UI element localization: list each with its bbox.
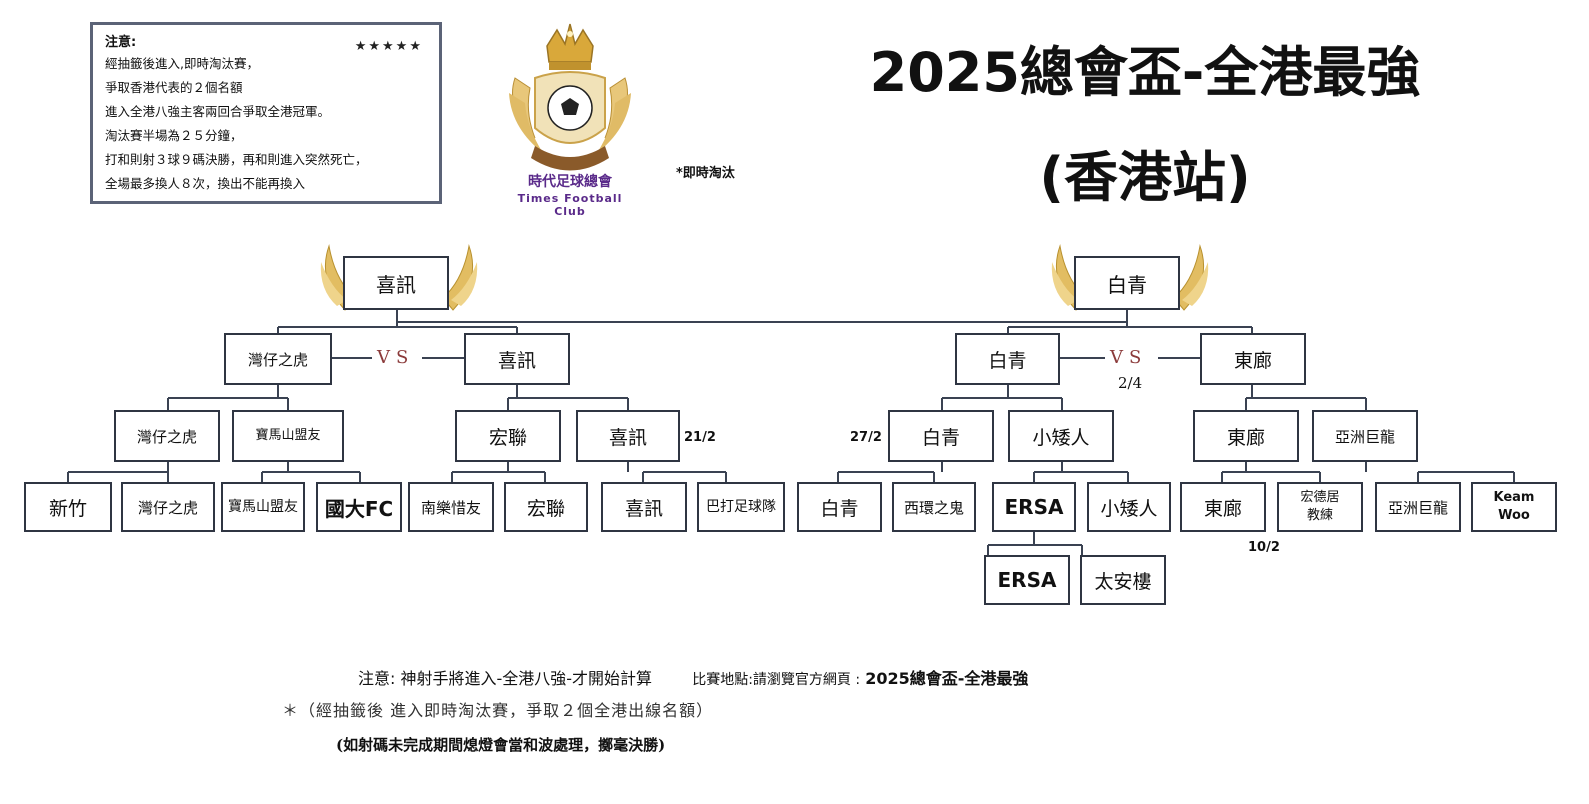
right-r1-team-8: Keam Woo bbox=[1471, 482, 1557, 532]
right-semi-date: 2/4 bbox=[1118, 374, 1143, 392]
left-r1-team-4: 國大FC bbox=[316, 482, 402, 532]
instant-knockout-note: *即時淘汰 bbox=[676, 166, 735, 181]
right-r1-team-7: 亞洲巨龍 bbox=[1375, 482, 1461, 532]
top-scorer-note: 注意: 神射手將進入-全港八強-才開始計算 bbox=[358, 669, 653, 688]
notice-line: 進入全港八強主客兩回合爭取全港冠軍。 bbox=[105, 104, 331, 119]
prelim-team-2: 太安樓 bbox=[1080, 555, 1166, 605]
left-vs-label: VS bbox=[377, 347, 415, 368]
left-r1-team-1: 新竹 bbox=[24, 482, 112, 532]
notice-line: 打和則射３球９碼決勝，再和則進入突然死亡， bbox=[105, 152, 368, 167]
club-name: 時代足球總會 bbox=[528, 174, 612, 190]
footer-note: 注意: 神射手將進入-全港八強-才開始計算 比賽地點:請瀏覽官方網頁 : 202… bbox=[358, 665, 1028, 689]
page-title: 2025總會盃-全港最強 bbox=[869, 41, 1421, 104]
left-quarter-date: 21/2 bbox=[684, 430, 716, 445]
right-champion-box: 白青 bbox=[1074, 256, 1180, 310]
notice-line: 爭取香港代表的２個名額 bbox=[105, 80, 243, 95]
draw-note: ＊（經抽籤後 進入即時淘汰賽，爭取２個全港出線名額） bbox=[282, 701, 714, 720]
left-quarter-team-3: 宏聯 bbox=[455, 410, 561, 462]
club-english-name: Times Football Club bbox=[517, 192, 623, 218]
right-vs-label: VS bbox=[1110, 347, 1148, 368]
left-champion-box: 喜訊 bbox=[343, 256, 449, 310]
right-quarter-team-1: 白青 bbox=[888, 410, 994, 462]
notice-line: 全場最多換人８次，換出不能再換入 bbox=[105, 176, 306, 191]
page-subtitle: (香港站) bbox=[1039, 146, 1251, 209]
venue-label: 比賽地點:請瀏覽官方網頁 : bbox=[692, 672, 861, 688]
right-r1-team-1: 白青 bbox=[797, 482, 882, 532]
notice-box: 注意: 經抽籤後進入,即時淘汰賽， 爭取香港代表的２個名額 進入全港八強主客兩回… bbox=[90, 22, 442, 204]
left-r1-team-5: 南樂惜友 bbox=[408, 482, 494, 532]
venue-name: 2025總會盃-全港最強 bbox=[865, 669, 1029, 688]
notice-title: 注意: bbox=[105, 35, 137, 50]
right-r1-team-4: 小矮人 bbox=[1087, 482, 1171, 532]
left-semi-team-1: 灣仔之虎 bbox=[224, 333, 332, 385]
left-quarter-team-4: 喜訊 bbox=[576, 410, 680, 462]
left-r1-team-3: 寶馬山盟友 bbox=[221, 482, 305, 532]
left-r1-team-8: 巴打足球隊 bbox=[697, 482, 785, 532]
left-r1-team-2: 灣仔之虎 bbox=[121, 482, 215, 532]
prelim-team-1: ERSA bbox=[984, 555, 1070, 605]
notice-line: 淘汰賽半場為２５分鐘， bbox=[105, 128, 243, 143]
right-r1-date: 10/2 bbox=[1248, 540, 1280, 555]
blackout-note: (如射碼未完成期間熄燈會當和波處理，擲毫決勝) bbox=[336, 736, 666, 754]
left-r1-team-7: 喜訊 bbox=[601, 482, 687, 532]
right-semi-team-2: 東廊 bbox=[1200, 333, 1306, 385]
football-club-logo bbox=[509, 23, 631, 171]
right-quarter-team-3: 東廊 bbox=[1193, 410, 1299, 462]
right-quarter-team-2: 小矮人 bbox=[1008, 410, 1114, 462]
right-r1-team-2: 西環之鬼 bbox=[892, 482, 976, 532]
left-r1-team-6: 宏聯 bbox=[504, 482, 588, 532]
right-r1-team-5: 東廊 bbox=[1180, 482, 1266, 532]
stars-icon: ★★★★★ bbox=[354, 39, 423, 54]
right-r1-team-3: ERSA bbox=[992, 482, 1076, 532]
right-r1-team-6: 宏德居 教練 bbox=[1277, 482, 1363, 532]
right-quarter-team-4: 亞洲巨龍 bbox=[1312, 410, 1418, 462]
right-quarter-date: 27/2 bbox=[850, 430, 882, 445]
left-quarter-team-1: 灣仔之虎 bbox=[114, 410, 220, 462]
notice-line: 經抽籤後進入,即時淘汰賽， bbox=[105, 56, 259, 71]
left-semi-team-2: 喜訊 bbox=[464, 333, 570, 385]
right-semi-team-1: 白青 bbox=[955, 333, 1060, 385]
left-quarter-team-2: 寶馬山盟友 bbox=[232, 410, 344, 462]
